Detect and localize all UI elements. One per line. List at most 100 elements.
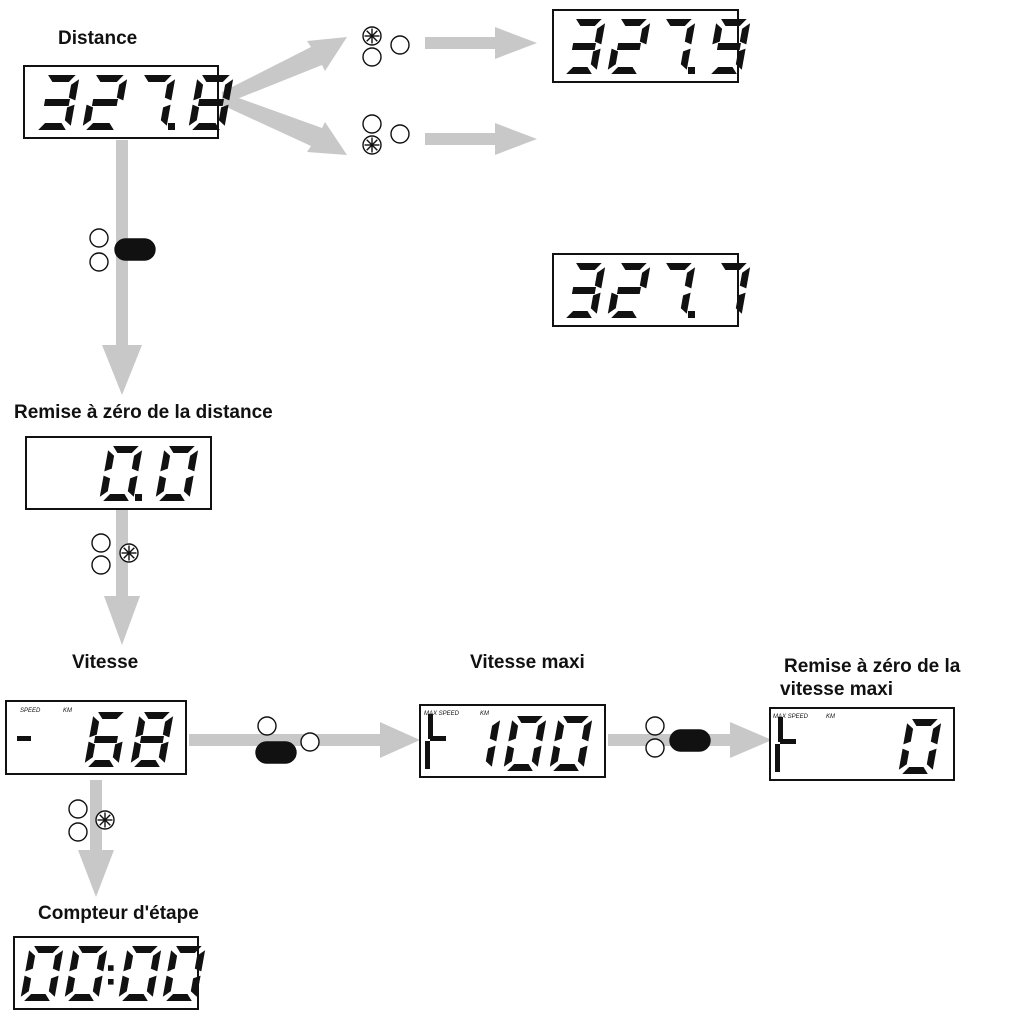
segment-a [721, 263, 747, 270]
arrow-up-fork [222, 37, 347, 105]
segment-c [158, 741, 169, 763]
lcd-max-speed-reset-digits [898, 719, 942, 774]
segment-d [159, 494, 185, 501]
segment-b [68, 79, 80, 101]
lcd-distance-down-digit [607, 263, 651, 318]
lcd-speed-km-caption: KM [63, 708, 72, 714]
button-circle-icon [362, 114, 382, 134]
lcd-distance-up-digit [566, 19, 606, 74]
segment-g [93, 736, 118, 743]
segment-a [621, 19, 647, 26]
segment-d [88, 760, 114, 767]
lcd-distance-digit [82, 75, 128, 130]
lcd-distance-digit [144, 75, 176, 126]
button-pressed-star-icon [362, 135, 382, 155]
reset-max-speed-mode-vertical-bottom [775, 744, 780, 772]
segment-e [503, 745, 515, 767]
button-pressed-star-icon [95, 810, 115, 830]
segment-a [202, 75, 230, 82]
segment-b [535, 720, 547, 742]
segment-b [194, 950, 206, 972]
lcd-distance-up-digit [666, 19, 696, 70]
segment-e [130, 741, 142, 763]
button-circle-icon [362, 47, 382, 67]
segment-c [160, 104, 171, 126]
segment-b [930, 723, 942, 745]
lcd-distance-up-decimal-point [688, 67, 695, 74]
segment-f [554, 720, 565, 742]
segment-c [577, 745, 588, 767]
segment-a [176, 946, 202, 953]
segment-e [20, 975, 32, 997]
segment-e [188, 104, 200, 126]
lcd-max-speed-reset-digit [898, 719, 942, 774]
button-circle-icon [390, 124, 410, 144]
segment-d [166, 994, 192, 1001]
button-circle-icon [89, 228, 109, 248]
segment-b [594, 23, 606, 45]
lcd-distance-down-digit [666, 263, 696, 314]
lcd-max-speed-digits [485, 716, 593, 771]
segment-f [508, 720, 519, 742]
segment-d [611, 311, 637, 318]
lcd-distance-reset-digit [99, 446, 143, 501]
segment-b [222, 79, 234, 101]
segment-g [571, 287, 596, 294]
lcd-reset-max-speed-km-caption: KM [826, 714, 835, 720]
segment-a [621, 263, 647, 270]
segment-c [218, 104, 229, 126]
segment-c [590, 292, 601, 314]
segment-g [91, 99, 118, 106]
segment-e [607, 292, 619, 314]
lcd-distance-down-decimal-point [688, 311, 695, 318]
lcd-distance-down-digit [566, 263, 606, 318]
lcd-reset-max-speed-caption: MAX SPEED [773, 714, 809, 720]
segment-c [735, 48, 746, 70]
lcd-max-speed-digit [503, 716, 547, 771]
label-reset-max-speed-2: vitesse maxi [780, 679, 894, 700]
lcd-distance-digit [188, 75, 234, 130]
lcd-speed-caption: SPEED [20, 708, 41, 714]
max-speed-mode-vertical-bottom [425, 741, 430, 769]
segment-g [43, 99, 70, 106]
segment-c [735, 292, 746, 314]
lcd-max-speed-caption: MAX SPEED [424, 711, 460, 717]
segment-d [122, 994, 148, 1001]
segment-g [616, 43, 641, 50]
segment-c [926, 748, 937, 770]
segment-g [716, 43, 741, 50]
segment-d [566, 311, 592, 318]
lcd-speed-digits [84, 712, 174, 767]
button-circle-icon [300, 732, 320, 752]
segment-c [680, 292, 691, 314]
segment-c [92, 975, 103, 997]
segment-a [576, 19, 602, 26]
segment-e [162, 975, 174, 997]
button-circle-icon [257, 716, 277, 736]
button-circle-icon [68, 822, 88, 842]
segment-a [96, 75, 124, 82]
segment-b [52, 950, 64, 972]
lcd-max-speed-digit [485, 720, 501, 767]
segment-b [489, 720, 501, 742]
segment-a [576, 263, 602, 270]
segment-a [78, 946, 104, 953]
segment-a [912, 719, 938, 726]
label-max-speed: Vitesse maxi [470, 652, 585, 673]
arrow-down-fork [222, 92, 347, 155]
segment-g [197, 99, 224, 106]
segment-c [112, 741, 123, 763]
segment-a [563, 716, 589, 723]
lcd-distance-digits [38, 75, 234, 130]
segment-a [113, 446, 139, 453]
speed-mode-dash [17, 736, 31, 741]
segment-d [611, 67, 637, 74]
segment-e [64, 975, 76, 997]
segment-d [68, 994, 94, 1001]
segment-a [144, 75, 172, 82]
lcd-max-speed-digit [549, 716, 593, 771]
lcd-distance-reset-digits [99, 446, 199, 501]
lcd-trip-counter-colon-dot [108, 979, 114, 985]
segment-c [485, 745, 496, 767]
